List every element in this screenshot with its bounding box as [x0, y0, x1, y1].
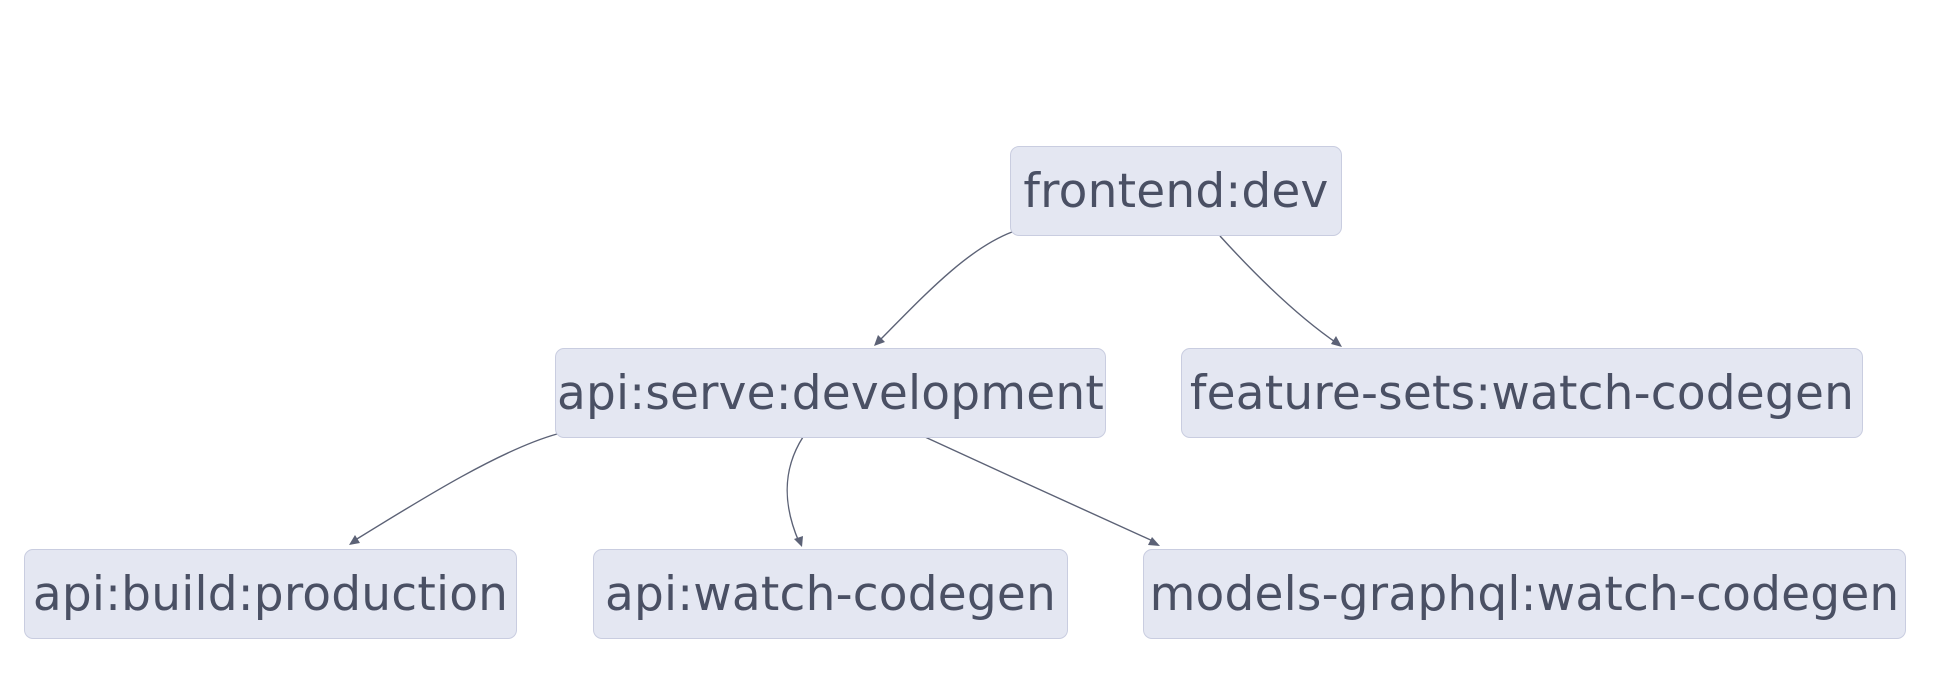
- node-api-watch-codegen[interactable]: api:watch-codegen: [593, 549, 1068, 639]
- edge-frontend-dev-to-feature-sets-watch-codegen: [1219, 235, 1339, 345]
- arrowhead-api-watch-codegen: [794, 536, 803, 547]
- arrowhead-feature-sets-watch-codegen: [1331, 336, 1342, 347]
- node-api-serve-development[interactable]: api:serve:development: [555, 348, 1106, 438]
- arrowhead-api-build-production: [349, 535, 360, 545]
- node-feature-sets-watch-codegen[interactable]: feature-sets:watch-codegen: [1181, 348, 1863, 438]
- edge-api-serve-development-to-api-watch-codegen: [786, 436, 804, 543]
- node-frontend-dev[interactable]: frontend:dev: [1010, 146, 1342, 236]
- node-models-graphql-watch-codegen[interactable]: models-graphql:watch-codegen: [1143, 549, 1906, 639]
- edge-frontend-dev-to-api-serve-development: [875, 231, 1013, 345]
- edge-api-serve-development-to-models-graphql-watch-codegen: [924, 436, 1156, 543]
- arrowhead-models-graphql-watch-codegen: [1148, 537, 1160, 546]
- edge-api-serve-development-to-api-build-production: [351, 433, 558, 543]
- arrowhead-api-serve-development: [874, 335, 885, 346]
- node-api-build-production[interactable]: api:build:production: [24, 549, 517, 639]
